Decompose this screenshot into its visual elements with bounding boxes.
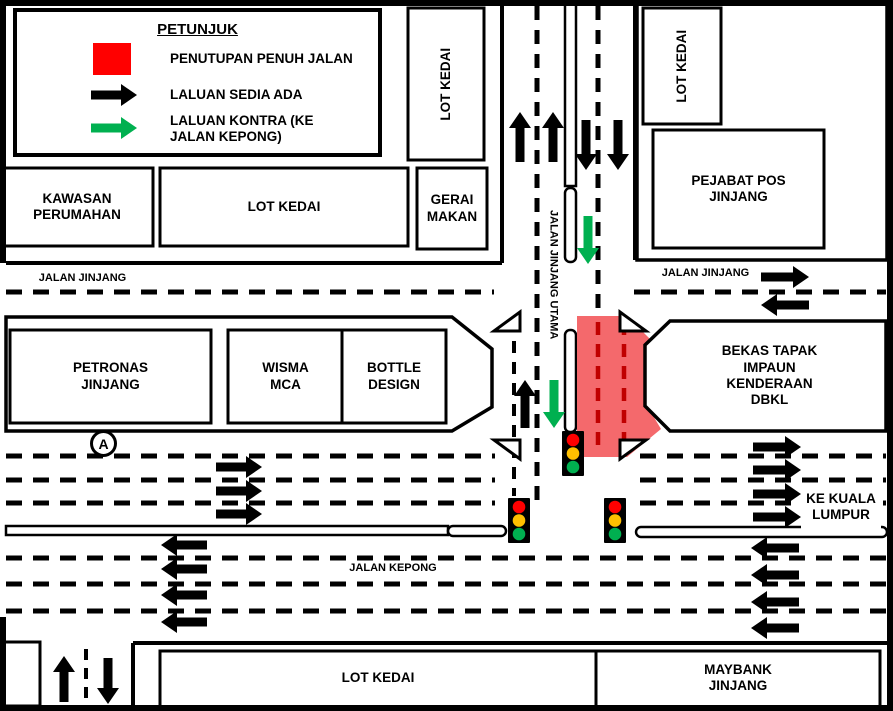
flow-arrow-legend-contra-icon (91, 117, 137, 139)
road-label-ke-kuala-lumpur: KE KUALA LUMPUR (801, 485, 881, 529)
building-box-lot-kedai-bottom (158, 649, 598, 709)
flow-arrow-utama-south-1-icon (575, 120, 597, 170)
road-label-jalan-jinjang-utama: JALAN JINJANG UTAMA (547, 210, 560, 340)
corner-flare-se (618, 438, 651, 462)
block-outline-bekas-tapak (643, 319, 888, 433)
legend-title: PETUNJUK (15, 18, 380, 42)
building-pejabat-pos: PEJABAT POS JINJANG (691, 172, 786, 204)
flow-arrow-kepong-west-l1-icon (161, 534, 207, 556)
flow-arrow-exit-south-icon (97, 658, 119, 704)
border-left-upper (0, 0, 6, 263)
building-box-gerai-makan (415, 166, 489, 251)
flow-arrow-kepong-east-r1-icon (753, 436, 801, 458)
traffic-light-3 (604, 498, 626, 543)
building-box-maybank (594, 649, 882, 709)
corner-flare-ne (618, 309, 651, 333)
building-petronas: PETRONAS JINJANG (72, 360, 148, 392)
legend-title-text: PETUNJUK (157, 20, 238, 38)
border-bottom (0, 705, 893, 711)
flow-arrow-kepong-west-l2-icon (161, 558, 207, 580)
building-bottle-design: BOTTLE DESIGN (367, 360, 421, 392)
median-island-kepong-mid (446, 524, 508, 538)
legend-closure-swatch (93, 43, 131, 75)
building-lot-kedai-wide: LOT KEDAI (247, 198, 321, 214)
flow-arrow-jinjang-east-icon (761, 266, 809, 288)
legend-item-existing: LALUAN SEDIA ADA (170, 86, 303, 102)
legend-item-contra: LALUAN KONTRA (KE JALAN KEPONG) (170, 112, 314, 144)
flow-arrow-utama-north-1-icon (509, 112, 531, 162)
building-box-wisma-mca (226, 328, 345, 425)
corner-flare-sw (489, 438, 522, 462)
flow-arrow-utama-north-2-icon (542, 112, 564, 162)
flow-arrow-kepong-east-l3-icon (216, 503, 262, 525)
flow-arrow-kepong-west-r3-icon (751, 591, 799, 613)
corner-flare-nw (489, 309, 522, 333)
flow-arrow-junction-contra-icon (543, 380, 565, 428)
border-right (887, 0, 893, 711)
flow-arrow-kepong-east-l2-icon (216, 480, 262, 502)
marker-point-a-letter: A (98, 435, 109, 452)
marker-point-a: A (90, 430, 117, 457)
border-top (0, 0, 893, 6)
legend-box (13, 8, 382, 157)
median-island-utama-2 (563, 328, 578, 434)
building-bekas-tapak: BEKAS TAPAK IMPAUN KENDERAAN DBKL (721, 343, 818, 408)
traffic-light-2 (508, 498, 530, 543)
building-wisma-mca: WISMA MCA (262, 360, 309, 392)
building-box-petronas (8, 328, 213, 425)
road-label-jalan-kepong: JALAN KEPONG (349, 562, 437, 575)
flow-arrow-legend-existing-icon (91, 84, 137, 106)
flow-arrow-kepong-west-r1-icon (751, 537, 799, 559)
legend-item-closure: PENUTUPAN PENUH JALAN (170, 50, 353, 66)
road-label-jalan-jinjang-right: JALAN JINJANG (661, 267, 750, 280)
flow-arrow-kepong-west-r4-icon (751, 617, 799, 639)
traffic-light-1 (562, 431, 584, 476)
building-box-lot-kedai-mid (406, 6, 486, 162)
flow-arrow-kepong-west-r2-icon (751, 564, 799, 586)
median-island-utama-1 (563, 186, 578, 264)
building-kawasan-perumahan: KAWASAN PERUMAHAN (33, 190, 121, 222)
building-lot-kedai-bottom: LOT KEDAI (341, 669, 415, 685)
flow-arrow-kepong-west-l4-icon (161, 611, 207, 633)
building-box-kawasan (0, 166, 155, 248)
building-box-lot-kedai-wide (158, 166, 410, 248)
building-lot-kedai-mid: LOT KEDAI (437, 47, 453, 121)
flow-arrow-kepong-east-r3-icon (753, 483, 801, 505)
building-box-lot-kedai-right (641, 6, 723, 126)
road-label-jalan-jinjang-left: JALAN JINJANG (38, 272, 127, 285)
flow-arrow-utama-south-2-icon (607, 120, 629, 170)
building-box-bottle-design (340, 328, 448, 425)
flow-arrow-junction-north-icon (514, 380, 536, 428)
flow-arrow-jinjang-west-icon (761, 294, 809, 316)
border-left-lower (0, 617, 6, 711)
flow-arrow-kepong-east-r2-icon (753, 459, 801, 481)
flow-arrow-utama-contra-icon (577, 216, 599, 264)
median-utama-top (563, 2, 578, 188)
median-kepong-left (4, 524, 450, 537)
building-maybank: MAYBANK JINJANG (704, 661, 772, 693)
flow-arrow-kepong-west-l3-icon (161, 584, 207, 606)
building-gerai-makan: GERAI MAKAN (426, 192, 478, 224)
building-lot-kedai-right: LOT KEDAI (673, 29, 689, 103)
flow-arrow-kepong-east-l1-icon (216, 456, 262, 478)
building-box-pejabat-pos (651, 128, 826, 250)
flow-arrow-exit-north-icon (53, 656, 75, 702)
flow-arrow-kepong-east-r4-icon (753, 506, 801, 528)
building-box-exit-left (0, 640, 42, 708)
